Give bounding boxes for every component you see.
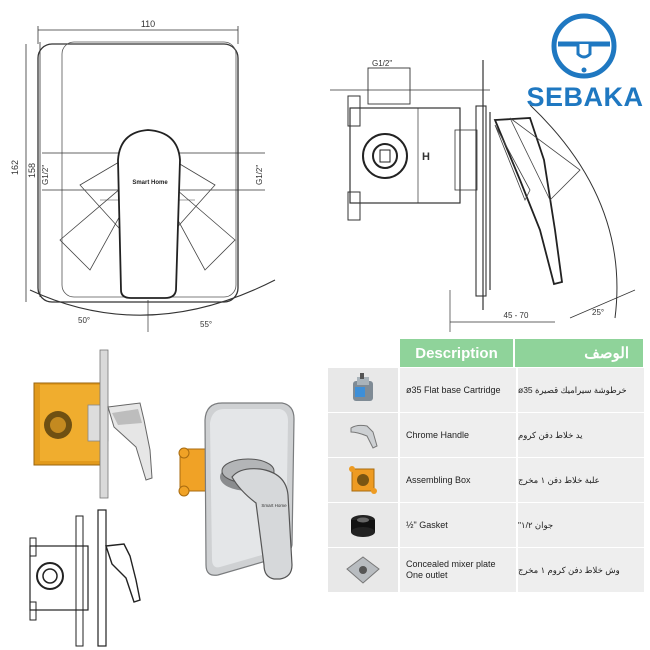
height-label: H: [422, 151, 430, 163]
width-dim-label: 110: [141, 19, 155, 29]
top-port-label: G1/2": [372, 59, 392, 68]
side-line-drawing: [29, 509, 141, 647]
table-row: Chrome Handle يد خلاط دفن كروم: [328, 413, 644, 458]
header-description: Description: [399, 338, 514, 368]
brand-name: SEBAKA: [526, 82, 644, 112]
brand-logo: [548, 10, 620, 82]
row-label-en: Concealed mixer plate One outlet: [400, 548, 516, 592]
cartridge-icon: [353, 373, 373, 401]
front-handle: [117, 129, 181, 299]
table-row: ½" Gasket جوان ١/٢": [328, 503, 644, 548]
inner-height-dim-label: 158: [27, 163, 37, 178]
right-angle-label: 55°: [200, 320, 212, 329]
side-port-circle: [362, 133, 408, 179]
row-label-ar: جوان ١/٢": [518, 503, 644, 547]
row-label-ar: علبة خلاط دفن ١ مخرج: [518, 458, 644, 502]
row-label-en: ½" Gasket: [400, 503, 516, 547]
table-header: Description الوصف: [328, 338, 644, 368]
front-handle-brand: Smart Home: [132, 180, 168, 186]
depth-dim-label: 45 - 70: [504, 311, 529, 320]
handle-icon: [350, 424, 378, 449]
right-port-label: G1/2": [255, 165, 264, 185]
side-angle-label: 25°: [592, 308, 604, 317]
header-arabic: الوصف: [514, 338, 644, 368]
left-angle-label: 50°: [78, 316, 90, 325]
table-row: Concealed mixer plate One outlet وش خلاط…: [328, 548, 644, 593]
table-row: ø35 Flat base Cartridge خرطوشة سيراميك ق…: [328, 368, 644, 413]
side-drawing: G1/2" H 25° 45 - 70: [330, 59, 636, 332]
gasket-icon: [351, 515, 375, 537]
row-label-ar: خرطوشة سيراميك قصيرة ø35: [518, 368, 644, 412]
photo-handle: [231, 468, 293, 580]
row-label-en: Chrome Handle: [400, 413, 516, 457]
row-label-ar: وش خلاط دفن كروم ١ مخرج: [518, 548, 644, 592]
plate-icon: [346, 556, 380, 584]
photo-handle-brand: Smart Home: [261, 503, 287, 508]
front-plate-outline: [37, 43, 239, 303]
side-assembly-photo: [33, 349, 153, 499]
parts-table: Description الوصف ø35 Flat base Cartridg…: [328, 338, 644, 593]
row-label-en: ø35 Flat base Cartridge: [400, 368, 516, 412]
row-label-en-line2: One outlet: [406, 570, 448, 580]
table-row: Assembling Box علبة خلاط دفن ١ مخرج: [328, 458, 644, 503]
row-label-en-line1: Concealed mixer plate: [406, 559, 496, 569]
faucet-logo-icon: [551, 13, 617, 79]
height-dim-label: 162: [10, 160, 20, 175]
front-drawing: 110 162 158 G1/2" G1/2" 50° 55° Smart Ho…: [10, 19, 276, 332]
box-icon: [349, 466, 377, 494]
row-label-en: Assembling Box: [400, 458, 516, 502]
row-label-ar: يد خلاط دفن كروم: [518, 413, 644, 457]
front-assembly-photo: Smart Home: [178, 402, 295, 580]
left-port-label: G1/2": [41, 165, 50, 185]
